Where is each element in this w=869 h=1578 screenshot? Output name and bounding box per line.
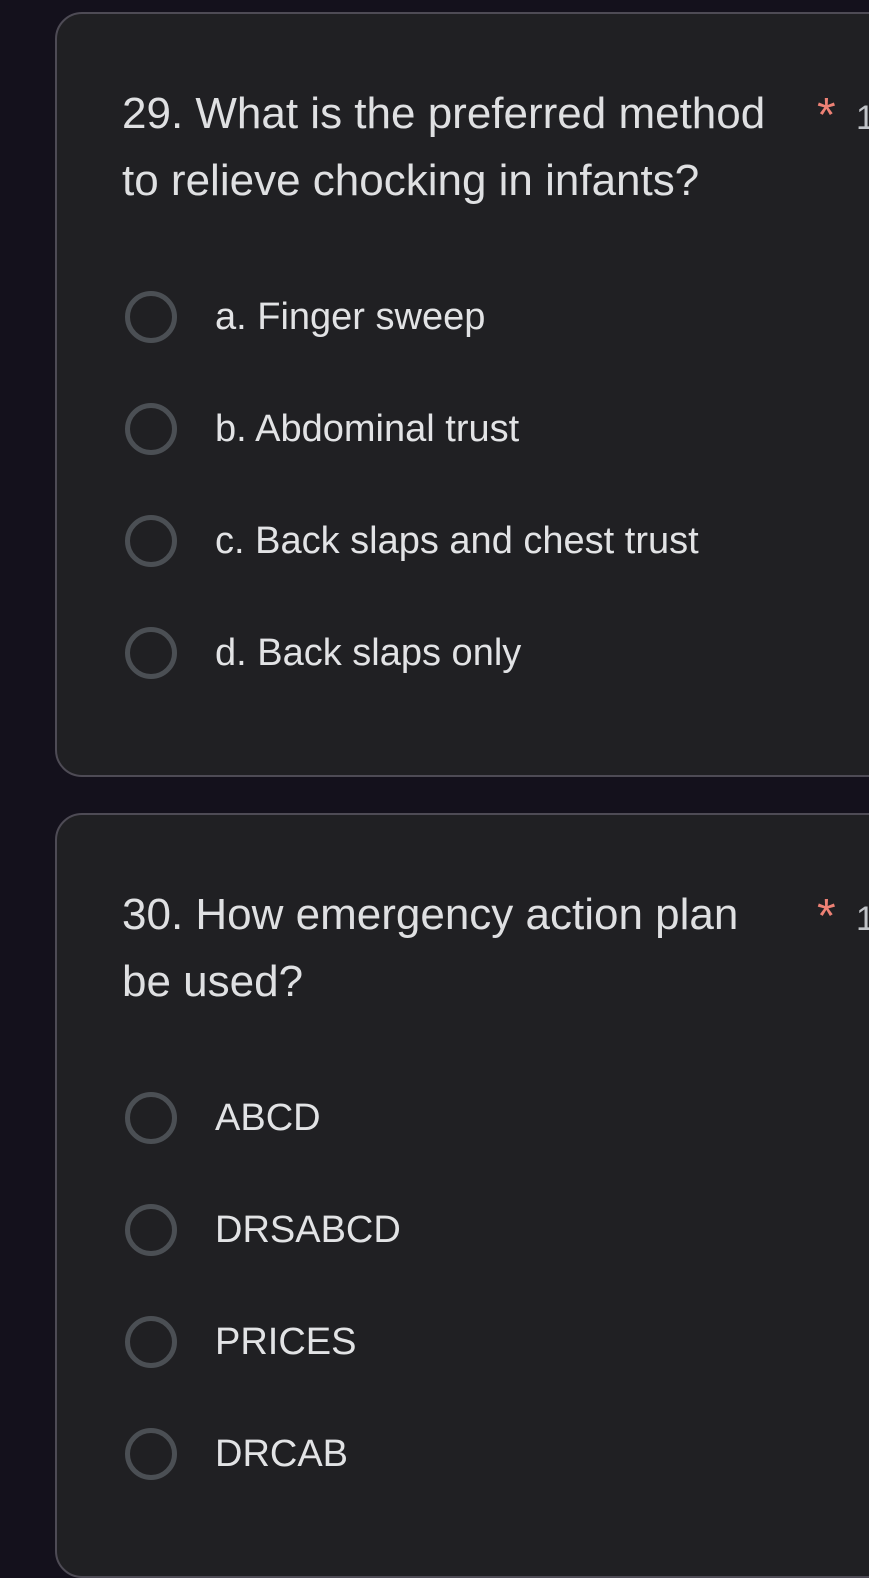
option-label[interactable]: b. Abdominal trust [215, 407, 520, 450]
radio-unchecked-icon[interactable] [125, 1092, 177, 1144]
question-title-line-2: be used? [122, 957, 304, 1006]
radio-unchecked-icon[interactable] [125, 627, 177, 679]
radio-unchecked-icon[interactable] [125, 1316, 177, 1368]
option-row-drcab[interactable]: DRCAB [125, 1428, 348, 1480]
points-label: 1 [856, 900, 869, 938]
option-label[interactable]: a. Finger sweep [215, 295, 486, 338]
option-label[interactable]: c. Back slaps and chest trust [215, 519, 699, 562]
question-title-line-1: 29. What is the preferred method [122, 89, 766, 138]
option-row-abcd[interactable]: ABCD [125, 1092, 321, 1144]
question-title: 29. What is the preferred method to reli… [122, 80, 765, 214]
option-label[interactable]: d. Back slaps only [215, 631, 522, 674]
question-card-29: 29. What is the preferred method to reli… [55, 12, 869, 777]
option-row-c[interactable]: c. Back slaps and chest trust [125, 515, 699, 567]
radio-unchecked-icon[interactable] [125, 1428, 177, 1480]
radio-unchecked-icon[interactable] [125, 291, 177, 343]
option-label[interactable]: ABCD [215, 1096, 321, 1139]
question-card-30: 30. How emergency action plan be used? *… [55, 813, 869, 1578]
option-label[interactable]: DRCAB [215, 1432, 349, 1475]
required-asterisk: * [817, 890, 836, 943]
points-label: 1 [856, 99, 869, 137]
question-title-line-1: 30. How emergency action plan [122, 890, 739, 939]
radio-unchecked-icon[interactable] [125, 515, 177, 567]
option-row-a[interactable]: a. Finger sweep [125, 291, 485, 343]
radio-unchecked-icon[interactable] [125, 1204, 177, 1256]
option-label[interactable]: DRSABCD [215, 1208, 401, 1251]
option-row-prices[interactable]: PRICES [125, 1316, 356, 1368]
question-title-line-2: to relieve chocking in infants? [122, 156, 700, 205]
option-row-b[interactable]: b. Abdominal trust [125, 403, 519, 455]
radio-unchecked-icon[interactable] [125, 403, 177, 455]
option-label[interactable]: PRICES [215, 1320, 357, 1363]
question-title: 30. How emergency action plan be used? [122, 881, 738, 1015]
option-row-drsabcd[interactable]: DRSABCD [125, 1204, 401, 1256]
option-row-d[interactable]: d. Back slaps only [125, 627, 521, 679]
required-asterisk: * [817, 89, 836, 142]
